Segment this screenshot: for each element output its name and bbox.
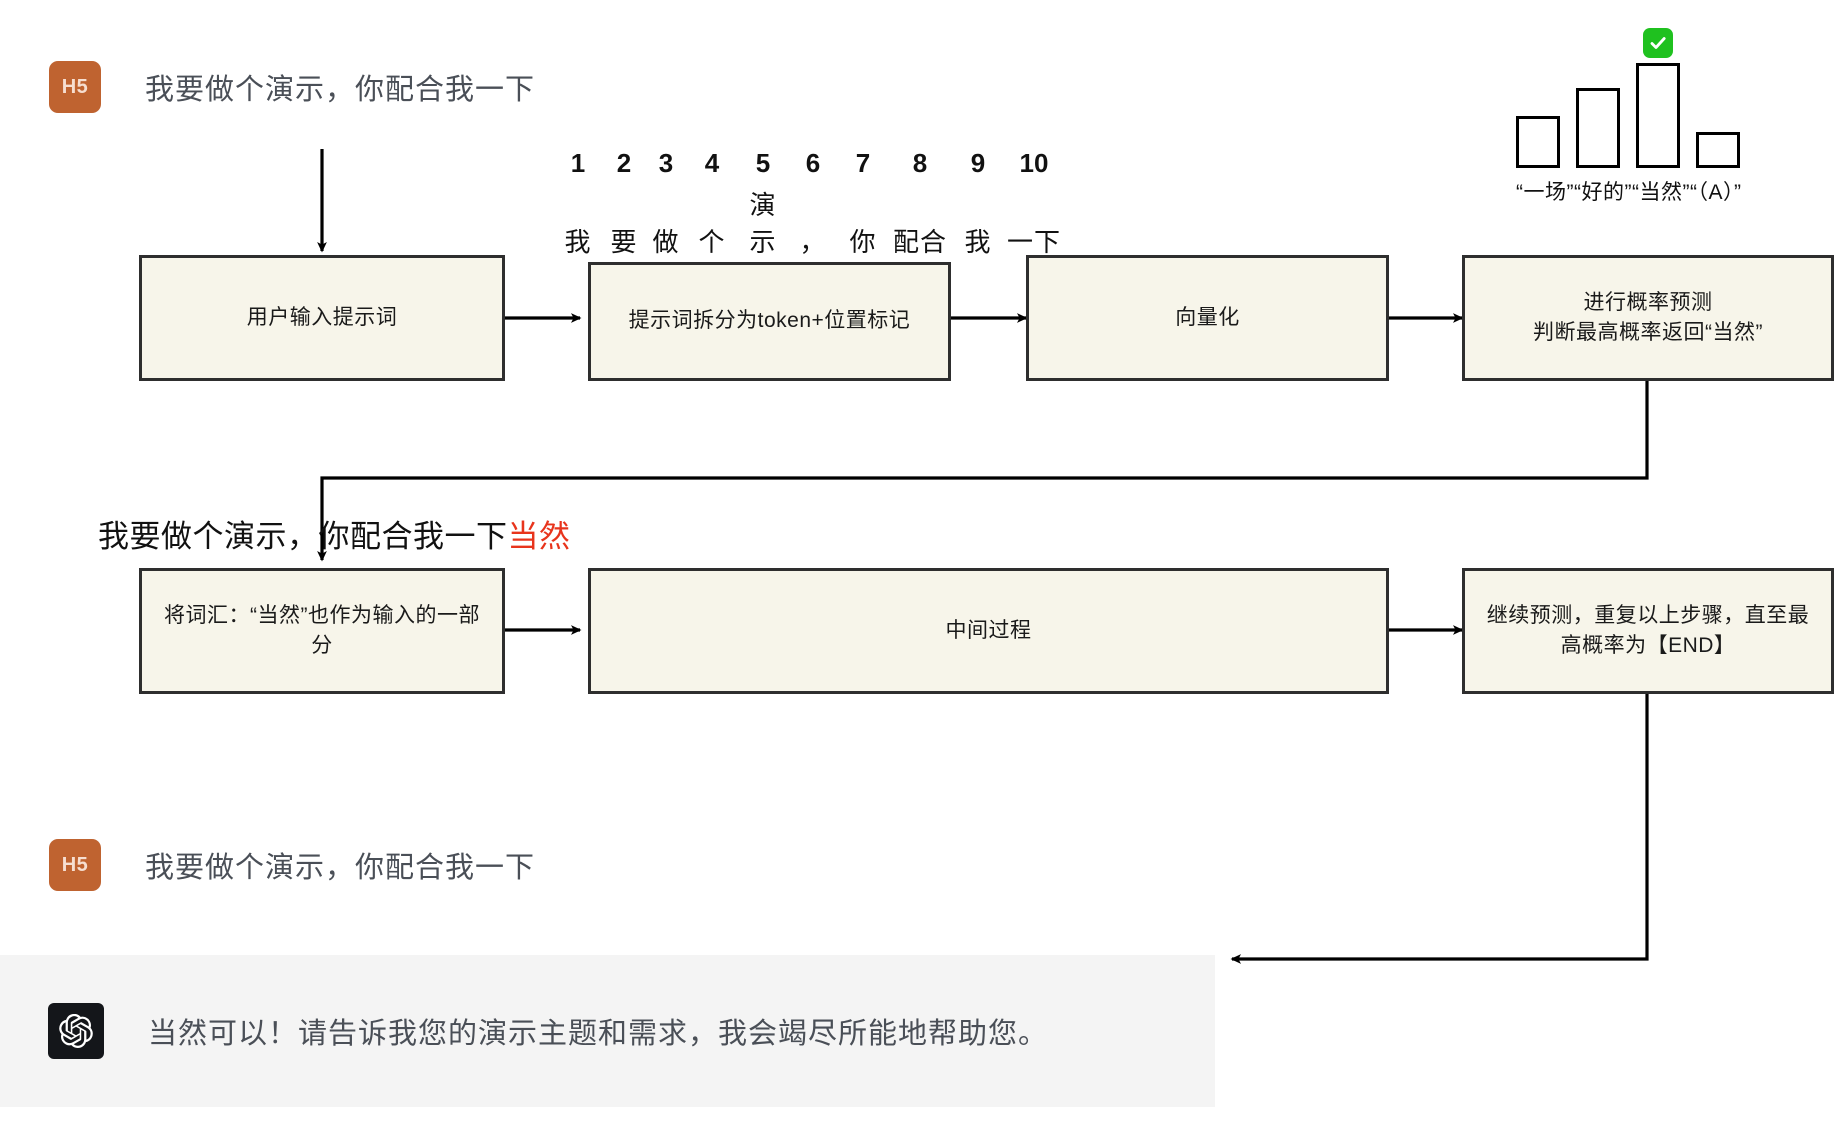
chat-message-user-top: H5 我要做个演示，你配合我一下 <box>49 61 535 113</box>
token-index-row: 1 2 3 4 5 6 7 8 9 10 <box>553 148 1063 179</box>
chart-bar-3 <box>1696 132 1740 168</box>
flow-box-user-prompt-label: 用户输入提示词 <box>246 305 398 329</box>
token-index: 6 <box>805 148 821 178</box>
probability-bar-chart: “一场”“好的”“当然”“（A）” <box>1516 28 1742 206</box>
chart-bar-2 <box>1636 28 1680 168</box>
chat-message-assistant: 当然可以！请告诉我您的演示主题和需求，我会竭尽所能地帮助您。 <box>0 955 1215 1107</box>
flow-box-append-token-label: 将词汇：“当然”也作为输入的一部分 <box>164 603 480 657</box>
annotation-highlight-text: 当然 <box>507 519 571 554</box>
avatar-h5-bottom: H5 <box>49 839 101 891</box>
chart-bars <box>1516 28 1741 168</box>
user-message-bottom-text: 我要做个演示，你配合我一下 <box>145 852 536 884</box>
user-message-top-text: 我要做个演示，你配合我一下 <box>145 74 536 106</box>
chat-message-user-bottom: H5 我要做个演示，你配合我一下 <box>49 839 535 891</box>
flow-box-loop-until-end-label: 继续预测，重复以上步骤，直至最高概率为【END】 <box>1486 603 1810 657</box>
token-text-row: 我 要 做 个 演示 ， 你 配合 我 一下 <box>553 185 1063 259</box>
token-index: 1 <box>570 148 586 178</box>
flow-box-vectorize[interactable]: 向量化 <box>1026 255 1389 381</box>
token-text: 做 <box>652 227 680 257</box>
token-index: 7 <box>855 148 871 178</box>
token-index: 10 <box>1019 148 1049 178</box>
flow-box-append-token[interactable]: 将词汇：“当然”也作为输入的一部分 <box>139 568 505 694</box>
flow-box-vectorize-label: 向量化 <box>1175 305 1240 329</box>
generated-sequence-annotation: 我要做个演示，你配合我一下当然 <box>98 511 571 556</box>
flow-box-predict[interactable]: 进行概率预测 判断最高概率返回“当然” <box>1462 255 1834 381</box>
token-index: 8 <box>912 148 928 178</box>
token-text: 我 <box>964 227 992 257</box>
flow-box-middle-process[interactable]: 中间过程 <box>588 568 1389 694</box>
flow-box-predict-label: 进行概率预测 判断最高概率返回“当然” <box>1533 290 1763 344</box>
token-text: 配合 <box>892 227 947 257</box>
openai-logo-icon <box>48 1003 104 1059</box>
token-index: 4 <box>704 148 720 178</box>
token-index: 3 <box>658 148 674 178</box>
tokenization-strip: 1 2 3 4 5 6 7 8 9 10 我 要 做 个 演示 ， 你 配合 我… <box>553 148 1063 259</box>
flow-box-user-prompt[interactable]: 用户输入提示词 <box>139 255 505 381</box>
token-text: 演示 <box>749 190 777 257</box>
token-text: 你 <box>849 227 877 257</box>
token-text: 个 <box>698 227 726 257</box>
flow-box-loop-until-end[interactable]: 继续预测，重复以上步骤，直至最高概率为【END】 <box>1462 568 1834 694</box>
flow-box-tokenize-label: 提示词拆分为token+位置标记 <box>628 309 911 333</box>
avatar-h5-top: H5 <box>49 61 101 113</box>
assistant-message-text: 当然可以！请告诉我您的演示主题和需求，我会竭尽所能地帮助您。 <box>148 1018 1049 1050</box>
annotation-base-text: 我要做个演示，你配合我一下 <box>98 519 508 554</box>
chart-category-labels: “一场”“好的”“当然”“（A）” <box>1516 181 1742 204</box>
chart-bar-1 <box>1576 88 1620 168</box>
token-index: 2 <box>616 148 632 178</box>
token-text: ， <box>799 227 827 257</box>
token-text: 要 <box>610 227 638 257</box>
wire-loop-to-answer <box>1230 694 1649 964</box>
token-index: 5 <box>755 148 771 178</box>
token-text: 我 <box>564 227 592 257</box>
chart-bar-0 <box>1516 116 1560 168</box>
flow-box-tokenize[interactable]: 提示词拆分为token+位置标记 <box>588 262 951 381</box>
green-check-icon <box>1643 28 1673 58</box>
flow-box-middle-process-label: 中间过程 <box>945 618 1032 642</box>
token-text: 一下 <box>1006 227 1061 257</box>
token-index: 9 <box>970 148 986 178</box>
